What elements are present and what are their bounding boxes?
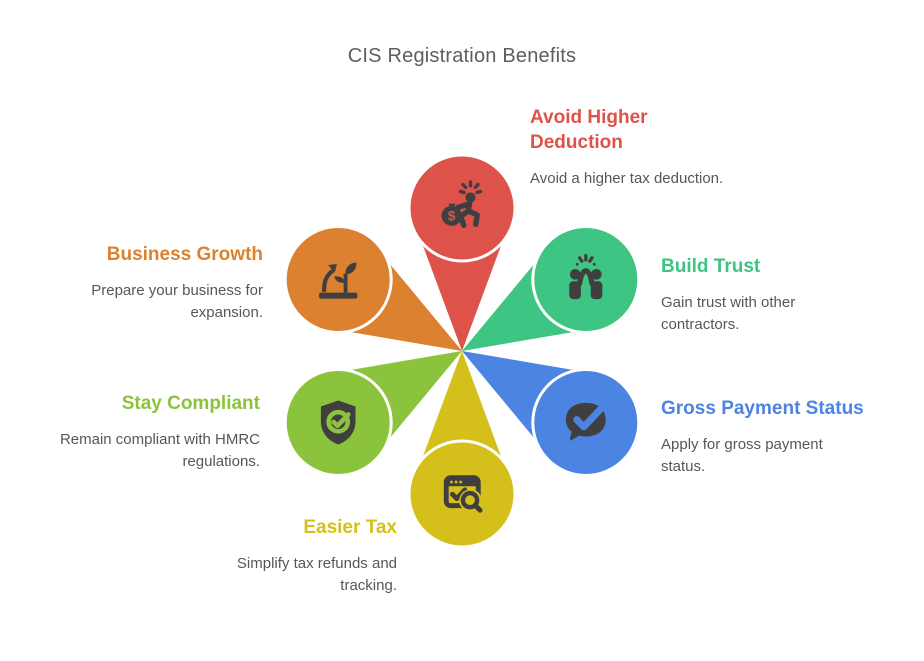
petal-bulb (531, 225, 641, 334)
benefit-description: Avoid a higher tax deduction. (530, 170, 724, 187)
benefit-description: Simplify tax refunds and tracking. (236, 555, 397, 594)
benefit-heading: Build Trust (661, 256, 761, 277)
petal-gross-payment-status (462, 351, 641, 477)
dollar-glyph: $ (448, 208, 456, 224)
benefit-heading: Stay Compliant (121, 393, 260, 414)
benefit-stay-compliant: Stay Compliant Remain compliant with HMR… (45, 391, 260, 473)
benefit-description: Apply for gross payment status. (661, 436, 823, 475)
benefit-avoid-higher-deduction: Avoid Higher Deduction Avoid a higher ta… (530, 105, 750, 190)
page-title: CIS Registration Benefits (347, 45, 577, 67)
benefit-heading: Easier Tax (303, 517, 397, 538)
shield-check-icon (320, 400, 356, 445)
benefit-description: Gain trust with other contractors. (661, 294, 796, 333)
browser-search-icon (443, 475, 483, 513)
petal-avoid-higher-deduction: $ (407, 153, 517, 351)
benefit-heading: Business Growth (106, 244, 263, 265)
petal-stay-compliant (283, 351, 462, 477)
benefit-description: Prepare your business for expansion. (91, 282, 263, 321)
money-runner-icon: $ (441, 180, 483, 229)
high-five-icon (569, 253, 603, 300)
petal-easier-tax (407, 351, 517, 549)
petal-business-growth (283, 225, 462, 351)
benefit-easier-tax: Easier Tax Simplify tax refunds and trac… (196, 515, 397, 597)
benefit-build-trust: Build Trust Gain trust with other contra… (661, 254, 881, 336)
chat-check-icon (565, 402, 606, 441)
benefit-heading: Gross Payment Status (661, 398, 864, 419)
benefit-heading: Avoid Higher Deduction (530, 107, 648, 153)
benefit-gross-payment-status: Gross Payment Status Apply for gross pay… (661, 396, 911, 478)
benefit-business-growth: Business Growth Prepare your business fo… (62, 242, 263, 324)
petal-build-trust (462, 225, 641, 351)
benefit-description: Remain compliant with HMRC regulations. (59, 431, 260, 470)
growth-icon (319, 262, 358, 299)
